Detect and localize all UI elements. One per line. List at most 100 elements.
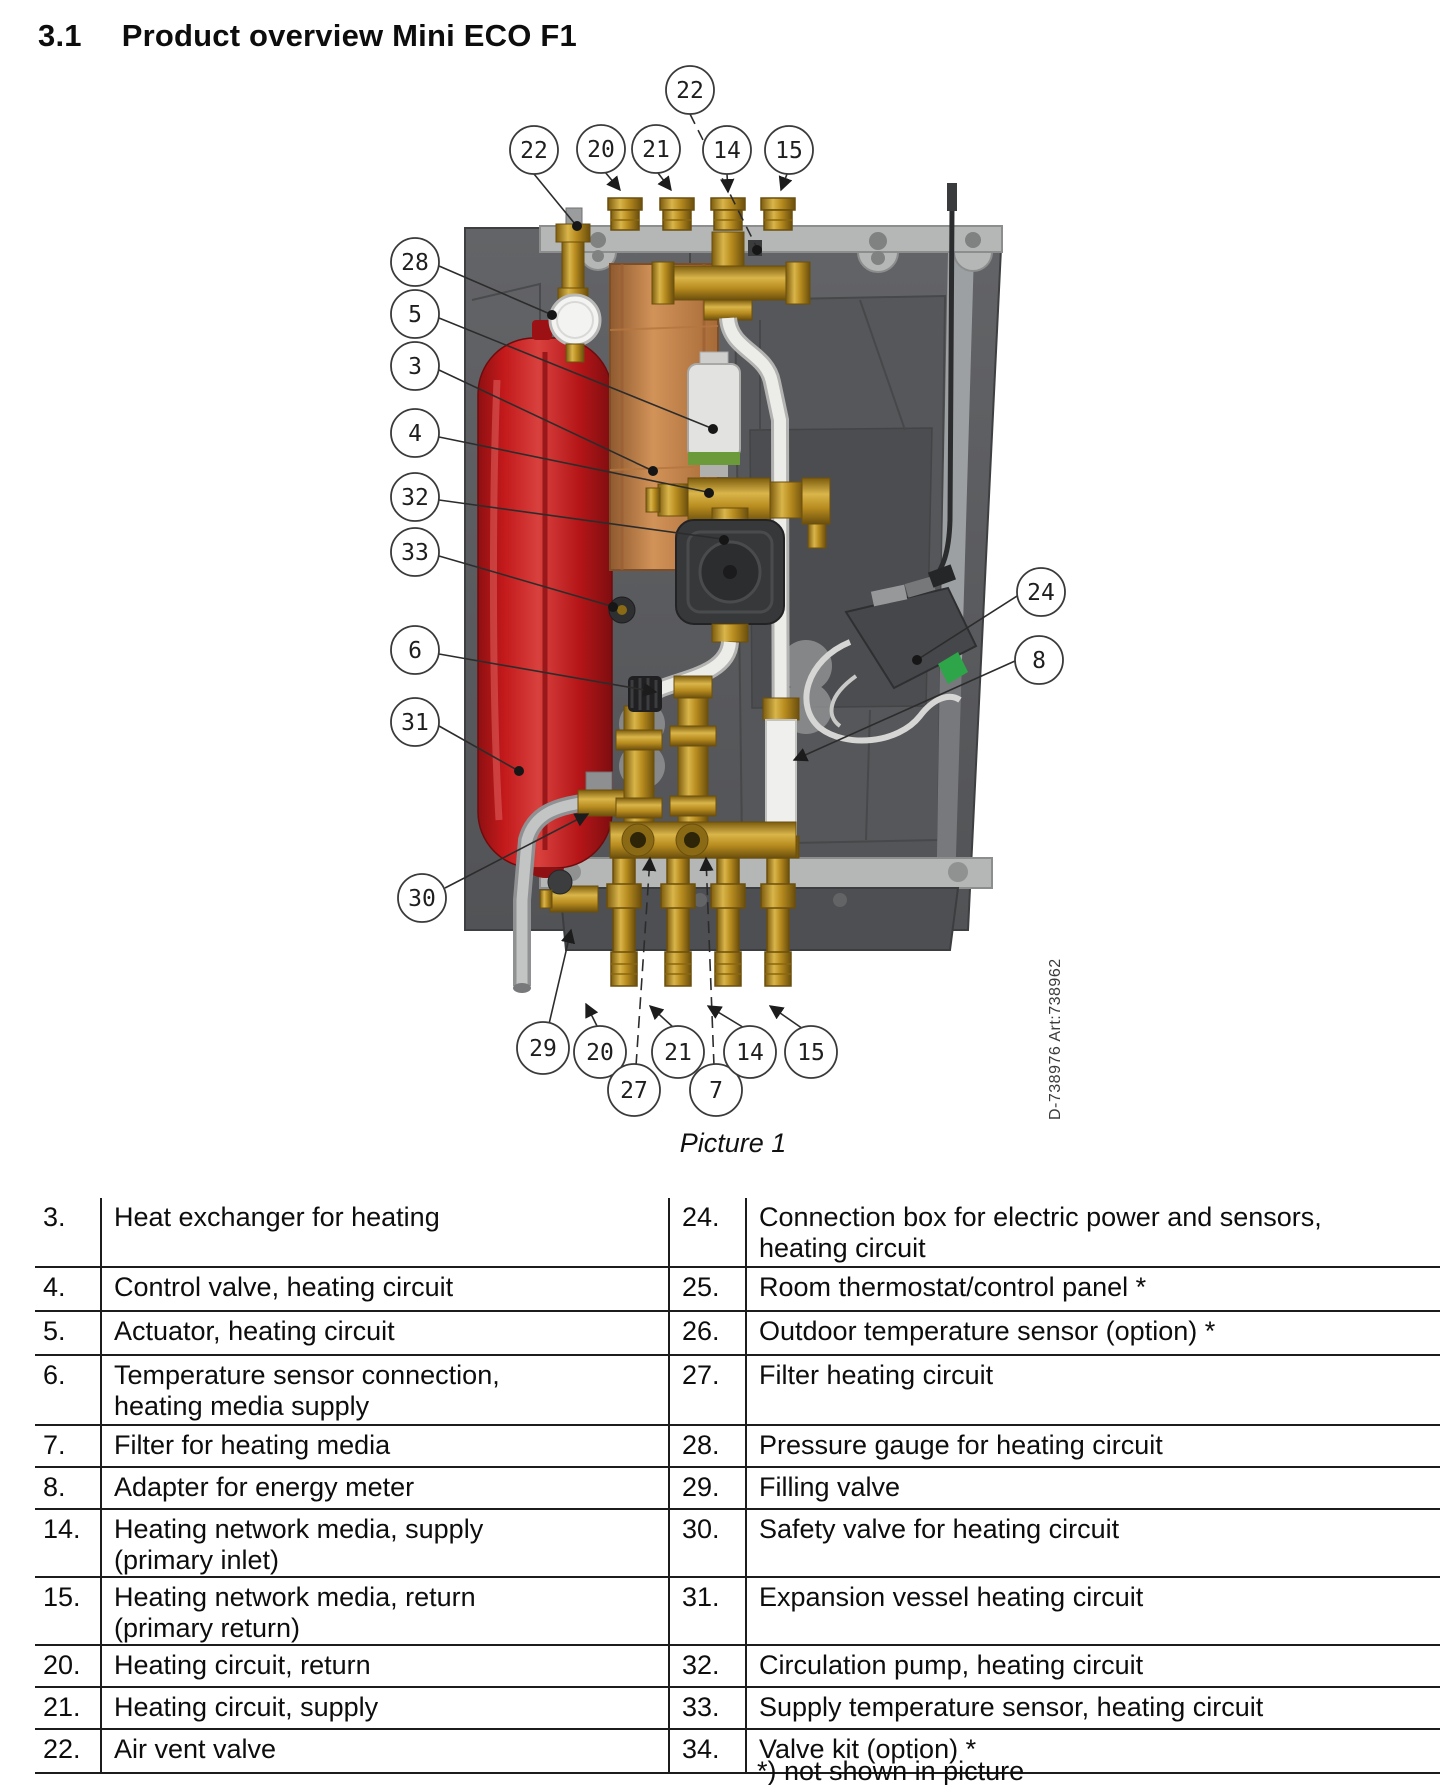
cable-gland-top [947, 183, 957, 211]
callout-4: 4 [390, 408, 440, 458]
item-number: 24. [668, 1198, 745, 1266]
svg-text:27: 27 [620, 1078, 648, 1104]
svg-text:20: 20 [586, 1040, 614, 1066]
actuator [687, 351, 741, 477]
item-description: Expansion vessel heating circuit [745, 1578, 1440, 1646]
control-valve [645, 477, 831, 549]
svg-text:33: 33 [401, 540, 429, 566]
callout-31: 31 [390, 697, 440, 747]
led-indicator [938, 652, 968, 684]
filling-valve [539, 869, 599, 913]
svg-text:4: 4 [408, 421, 422, 447]
svg-text:5: 5 [408, 302, 422, 328]
svg-text:21: 21 [664, 1040, 692, 1066]
callout-29: 29 [516, 1021, 570, 1075]
door-edge-lower [936, 660, 962, 920]
connection-box [803, 564, 978, 744]
item-description: Air vent valve [100, 1730, 668, 1772]
leader-dots [514, 221, 922, 776]
energy-meter-adapter [765, 719, 797, 837]
svg-text:8: 8 [1032, 648, 1046, 674]
item-number: 5. [43, 1316, 66, 1346]
door-edge-highlight [940, 252, 974, 660]
circulation-pump [675, 507, 785, 643]
item-description: Valve kit (option) * [745, 1730, 1440, 1772]
item-number: 15. [43, 1582, 81, 1612]
item-number: 20. [43, 1650, 81, 1680]
item-number: 25. [668, 1268, 745, 1310]
item-number: 34. [668, 1730, 745, 1772]
leader-lines [438, 113, 1018, 1067]
svg-text:31: 31 [401, 710, 429, 736]
item-number: 8. [43, 1472, 66, 1502]
svg-text:21: 21 [642, 137, 670, 163]
primary-inlet-assembly [651, 231, 811, 321]
svg-text:30: 30 [408, 886, 436, 912]
callout-14-top: 14 [702, 125, 752, 175]
svg-text:32: 32 [401, 485, 429, 511]
callout-33: 33 [390, 527, 440, 577]
table-row: 6. Temperature sensor connection, heating… [35, 1356, 1440, 1426]
callout-14-bottom: 14 [723, 1025, 777, 1079]
svg-text:15: 15 [797, 1040, 825, 1066]
svg-text:14: 14 [713, 138, 741, 164]
section-heading: 3.1 Product overview Mini ECO F1 [38, 18, 577, 54]
item-number: 6. [43, 1360, 66, 1390]
callout-7: 7 [689, 1063, 743, 1117]
section-number: 3.1 [38, 18, 82, 53]
item-number: 14. [43, 1514, 81, 1544]
svg-text:29: 29 [529, 1036, 557, 1062]
svg-text:14: 14 [736, 1040, 764, 1066]
item-description: Heating network media, return (primary r… [100, 1578, 668, 1646]
actuator-green-ring [688, 452, 740, 465]
item-number: 22. [43, 1734, 81, 1764]
table-row: 15. Heating network media, return (primar… [35, 1578, 1440, 1646]
pressure-gauge [548, 293, 602, 363]
item-number: 4. [43, 1272, 66, 1302]
callout-20-bottom: 20 [573, 1025, 627, 1079]
item-description: Safety valve for heating circuit [745, 1510, 1440, 1578]
item-number: 29. [668, 1468, 745, 1508]
item-description: Temperature sensor connection, heating m… [100, 1356, 668, 1424]
svg-text:3: 3 [408, 354, 422, 380]
callout-21-top: 21 [631, 124, 681, 174]
item-description: Filling valve [745, 1468, 1440, 1508]
svg-text:22: 22 [676, 78, 704, 104]
svg-text:7: 7 [709, 1078, 723, 1104]
item-description: Pressure gauge for heating circuit [745, 1426, 1440, 1466]
item-description: Heating circuit, return [100, 1646, 668, 1686]
white-cable-2 [829, 674, 858, 728]
item-description: Supply temperature sensor, heating circu… [745, 1688, 1440, 1728]
item-number: 28. [668, 1426, 745, 1466]
callout-22-top: 22 [665, 65, 715, 115]
item-number: 26. [668, 1312, 745, 1354]
svg-text:22: 22 [520, 138, 548, 164]
item-number: 27. [668, 1356, 745, 1424]
item-number: 33. [668, 1688, 745, 1728]
picture-caption: Picture 1 [680, 1128, 787, 1158]
item-description: Heat exchanger for heating [100, 1198, 668, 1266]
svg-text:15: 15 [775, 138, 803, 164]
item-description: Heating network media, supply (primary i… [100, 1510, 668, 1578]
callout-3: 3 [390, 341, 440, 391]
air-vent-valve [555, 207, 591, 303]
product-overview-diagram: 22 22 20 21 14 15 28 5 3 4 32 33 6 31 30… [390, 65, 1066, 1158]
item-number: 7. [43, 1430, 66, 1460]
primary-pipe-right [719, 316, 800, 859]
item-description: Circulation pump, heating circuit [745, 1646, 1440, 1686]
safety-valve-cap [585, 771, 613, 793]
page-title: Product overview Mini ECO F1 [121, 18, 577, 53]
footnote: *) not shown in picture [757, 1756, 1025, 1785]
callout-20-top: 20 [576, 124, 626, 174]
heating-circuit-valves [539, 675, 797, 913]
svg-text:24: 24 [1027, 580, 1055, 606]
